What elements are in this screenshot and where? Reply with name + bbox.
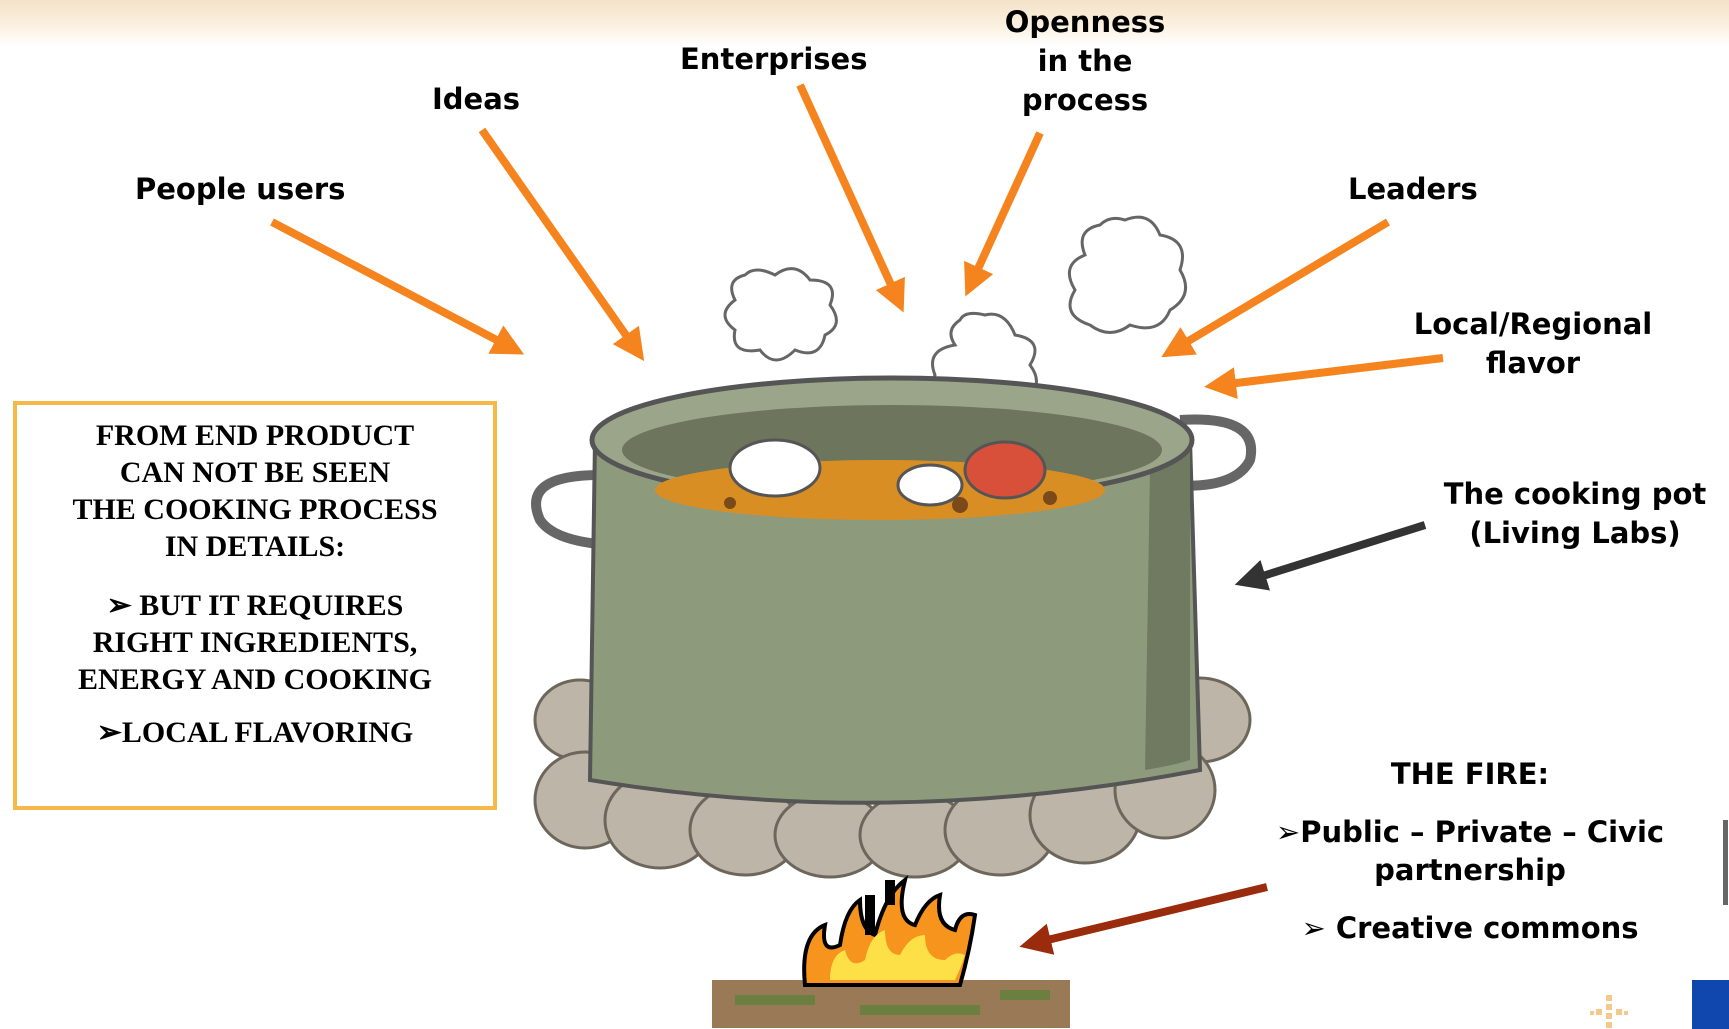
arrow-local-regional <box>1204 354 1444 399</box>
explanation-intro: FROM END PRODUCT CAN NOT BE SEEN THE COO… <box>72 419 438 563</box>
fire-item-partnership: ➢Public – Private – Civic partnership <box>1275 815 1665 887</box>
fire-title: THE FIRE: <box>1390 757 1550 791</box>
arrow-cooking-pot <box>1234 521 1427 591</box>
label-cooking-pot: The cooking pot (Living Labs) <box>1443 477 1707 550</box>
explanation-bullet-ingredients: ➢ BUT IT REQUIRES RIGHT INGREDIENTS, ENE… <box>78 589 432 696</box>
arrow-openness <box>964 131 1044 297</box>
label-ideas: Ideas <box>432 82 521 116</box>
pot-handle-right <box>1169 414 1257 491</box>
dots-logo <box>1590 995 1628 1028</box>
fire-description: THE FIRE: ➢Public – Private – Civic part… <box>1235 755 1705 967</box>
label-openness: Openness in the process <box>1004 5 1166 117</box>
label-people-users: People users <box>135 172 346 206</box>
side-logo-strip <box>1722 800 1729 910</box>
arrow-leaders <box>1161 218 1391 358</box>
fire-flames <box>802 875 978 987</box>
explanation-bullet-local-flavoring: ➢LOCAL FLAVORING <box>96 716 414 749</box>
steam-cloud-left <box>723 267 838 362</box>
label-local-regional: Local/Regional flavor <box>1413 307 1653 380</box>
arrow-people-users <box>270 218 525 355</box>
steam-cloud-right <box>1067 215 1188 334</box>
soup-ingredients <box>724 438 1057 513</box>
pot-body <box>587 438 1203 805</box>
fire-item-creative-commons: ➢ Creative commons <box>1301 911 1639 945</box>
header-gradient-band <box>0 0 1729 46</box>
fire-logs <box>712 980 1070 1028</box>
explanation-box: FROM END PRODUCT CAN NOT BE SEEN THE COO… <box>13 401 497 810</box>
label-leaders: Leaders <box>1348 172 1478 206</box>
arrow-ideas <box>478 127 645 362</box>
arrow-enterprises <box>796 83 905 313</box>
eu-flag-logo <box>1692 980 1729 1029</box>
label-enterprises: Enterprises <box>680 42 868 76</box>
pot-shading <box>1145 450 1190 770</box>
arrow-fire <box>1019 883 1268 955</box>
